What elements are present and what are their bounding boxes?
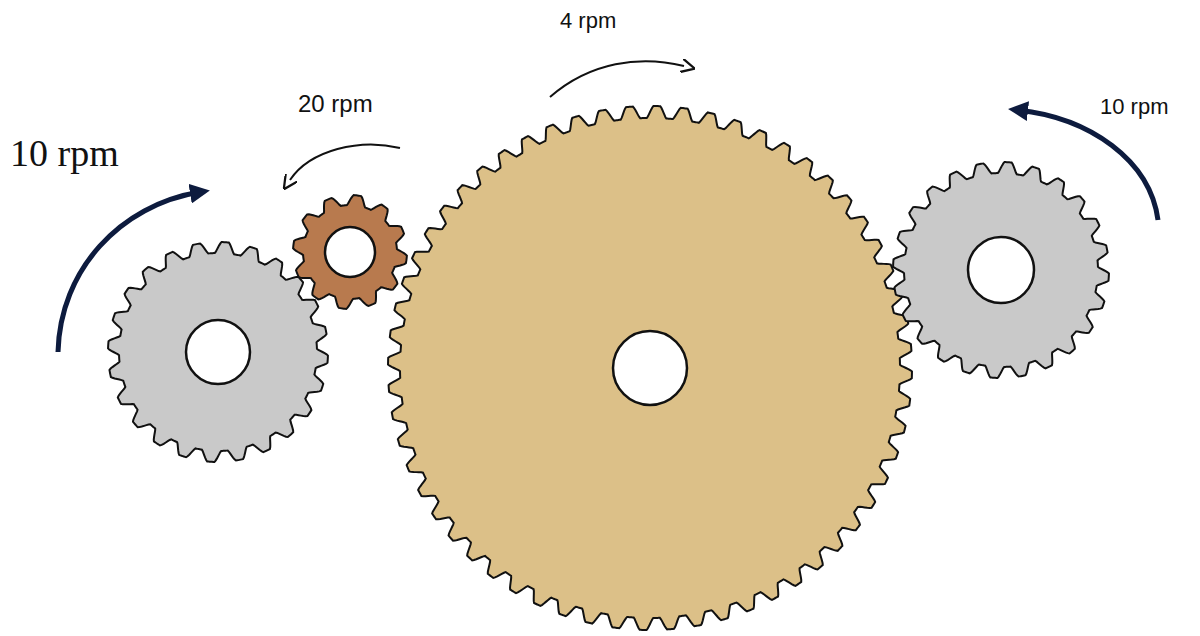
rotation-arrow <box>550 61 684 97</box>
gear-hole <box>186 320 250 384</box>
rotation-arrow <box>290 145 400 180</box>
speed-label: 20 rpm <box>298 92 373 116</box>
right-gear <box>893 162 1109 378</box>
rotation-arrow <box>58 192 200 352</box>
large-gear <box>388 106 912 630</box>
gear-hole <box>325 227 375 277</box>
speed-label: 4 rpm <box>560 10 616 32</box>
rotation-arrow <box>1018 110 1158 220</box>
left-gear <box>108 242 328 462</box>
speed-label: 10 rpm <box>1100 96 1168 118</box>
gear-hole <box>613 331 687 405</box>
speed-label: 10 rpm <box>10 134 119 172</box>
small-gear <box>293 195 407 309</box>
gear-hole <box>968 237 1034 303</box>
